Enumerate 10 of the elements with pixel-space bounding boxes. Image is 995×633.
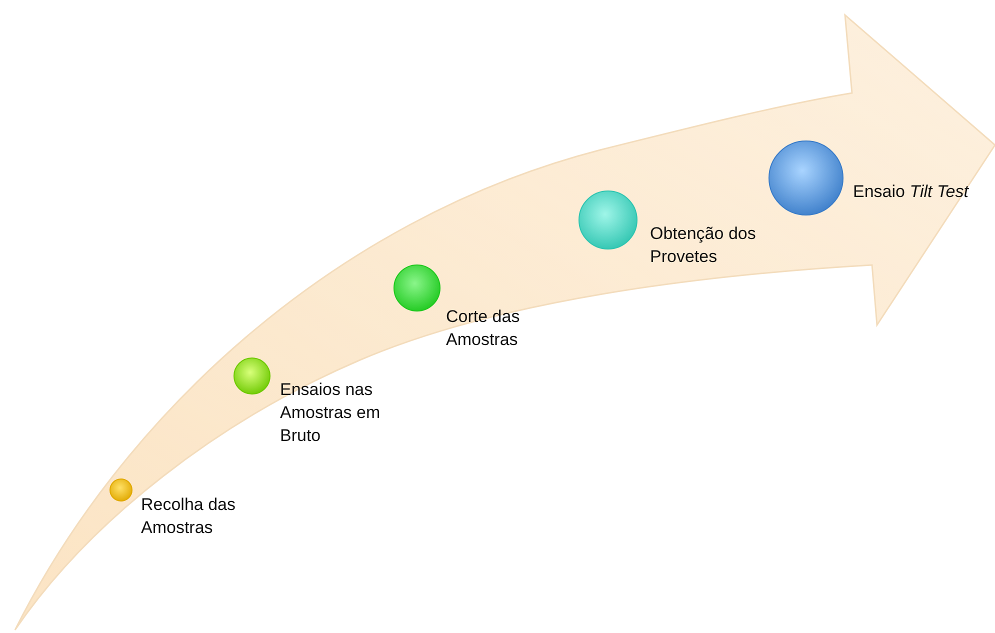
step-label: Corte das Amostras bbox=[446, 306, 521, 351]
step-circle bbox=[578, 190, 638, 250]
step-label: Obtenção dos Provetes bbox=[650, 223, 757, 268]
step-circle bbox=[233, 357, 271, 395]
step-circle bbox=[393, 264, 441, 312]
step-label: Ensaios nas Amostras em Bruto bbox=[280, 379, 382, 447]
step-label: Ensaio Tilt Test bbox=[853, 181, 970, 203]
step-label: Recolha das Amostras bbox=[141, 494, 237, 539]
step-circle bbox=[109, 478, 133, 502]
step-circle bbox=[768, 140, 844, 216]
